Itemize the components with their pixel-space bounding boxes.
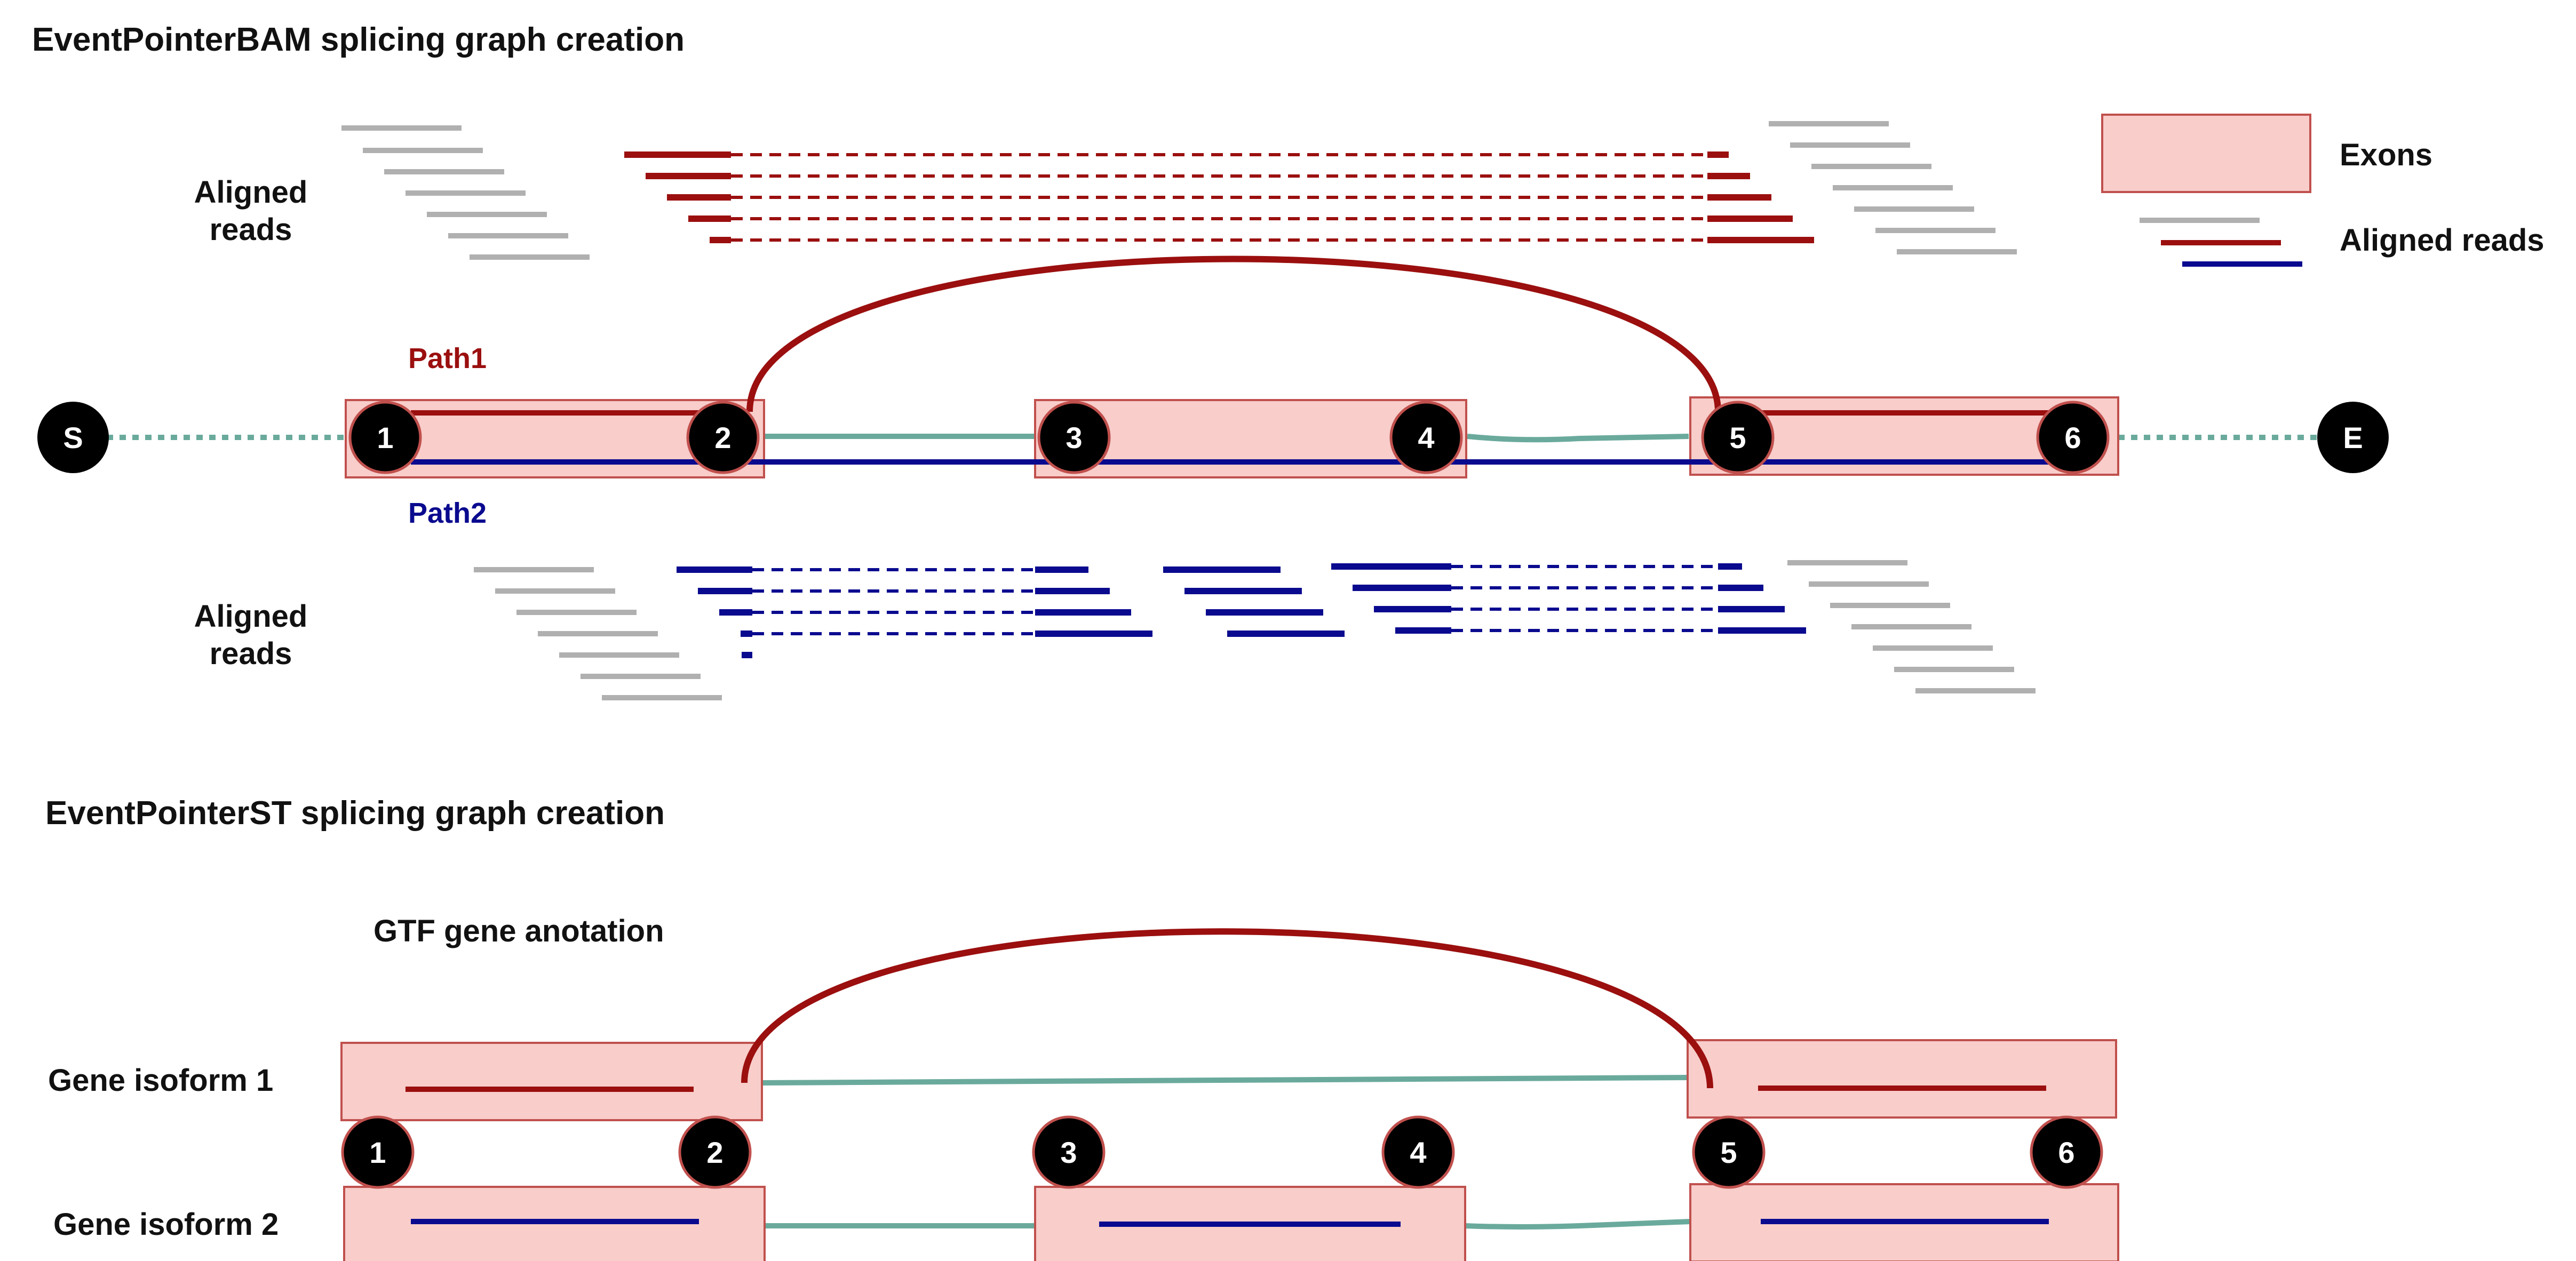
gtf-annotation-label: GTF gene anotation	[373, 914, 664, 948]
node-6-top-label: 6	[2064, 421, 2081, 454]
gray-reads-bottom-right	[1787, 560, 2036, 693]
path1-skipping-arc	[746, 256, 1721, 412]
aligned-reads-label-top-line2: reads	[210, 212, 292, 247]
node-6-bottom: 6	[2030, 1115, 2103, 1189]
node-4-top: 4	[1389, 401, 1463, 474]
path1-spliced-read-gaps	[731, 153, 1707, 242]
legend-aligned-reads-label: Aligned reads	[2340, 223, 2545, 258]
node-1-top-label: 1	[377, 421, 393, 454]
isoform1-label: Gene isoform 1	[48, 1063, 273, 1098]
node-1-bottom: 1	[341, 1115, 415, 1189]
node-1-top: 1	[348, 401, 422, 474]
node-3-bottom-label: 3	[1060, 1136, 1077, 1169]
path2-spliced-read-gaps	[752, 565, 1718, 635]
node-1-bottom-label: 1	[369, 1136, 386, 1169]
node-e-label: E	[2343, 421, 2363, 454]
legend-exons-label: Exons	[2340, 138, 2432, 172]
node-5-top: 5	[1701, 401, 1775, 474]
node-3-bottom: 3	[1032, 1115, 1106, 1189]
gray-reads-top-right	[1769, 121, 2017, 254]
isoform1-exon-1	[340, 1042, 763, 1121]
aligned-reads-label-top-line1: Aligned	[194, 175, 308, 210]
node-3-top: 3	[1037, 401, 1111, 474]
st-title: EventPointerST splicing graph creation	[45, 795, 665, 832]
node-4-bottom: 4	[1381, 1115, 1455, 1189]
junction-4-5-top	[1467, 434, 1689, 443]
node-2-top-label: 2	[714, 421, 731, 454]
aligned-reads-label-bottom-line2: reads	[210, 636, 292, 671]
junction-4-5-isoform2	[1464, 1219, 1691, 1230]
node-6-bottom-label: 6	[2058, 1136, 2074, 1169]
bam-title: EventPointerBAM splicing graph creation	[32, 21, 685, 58]
path2-label: Path2	[408, 497, 487, 529]
node-5-bottom: 5	[1692, 1115, 1766, 1189]
gray-reads-bottom-left	[474, 567, 722, 700]
node-s-label: S	[63, 421, 83, 454]
node-5-bottom-label: 5	[1720, 1136, 1737, 1169]
node-2-top: 2	[686, 401, 760, 474]
aligned-reads-label-bottom-line1: Aligned	[194, 599, 308, 634]
node-2-bottom: 2	[678, 1115, 752, 1189]
node-4-bottom-label: 4	[1410, 1136, 1426, 1169]
node-4-top-label: 4	[1418, 421, 1434, 454]
path1-spliced-reads	[624, 151, 1814, 243]
node-5-top-label: 5	[1729, 421, 1746, 454]
legend-exon-swatch	[2101, 114, 2311, 193]
junction-isoform1	[761, 1075, 1689, 1086]
node-s: S	[37, 402, 109, 473]
node-6-top: 6	[2036, 401, 2110, 474]
node-2-bottom-label: 2	[706, 1136, 723, 1169]
node-e: E	[2317, 402, 2389, 473]
gray-reads-top-left	[341, 125, 590, 260]
path1-label: Path1	[408, 342, 487, 374]
node-3-top-label: 3	[1066, 421, 1082, 454]
isoform1-exon-3	[1687, 1039, 2117, 1119]
isoform1-skipping-arc	[741, 928, 1713, 1089]
path2-spliced-reads	[677, 563, 1806, 658]
isoform2-label: Gene isoform 2	[53, 1207, 279, 1242]
